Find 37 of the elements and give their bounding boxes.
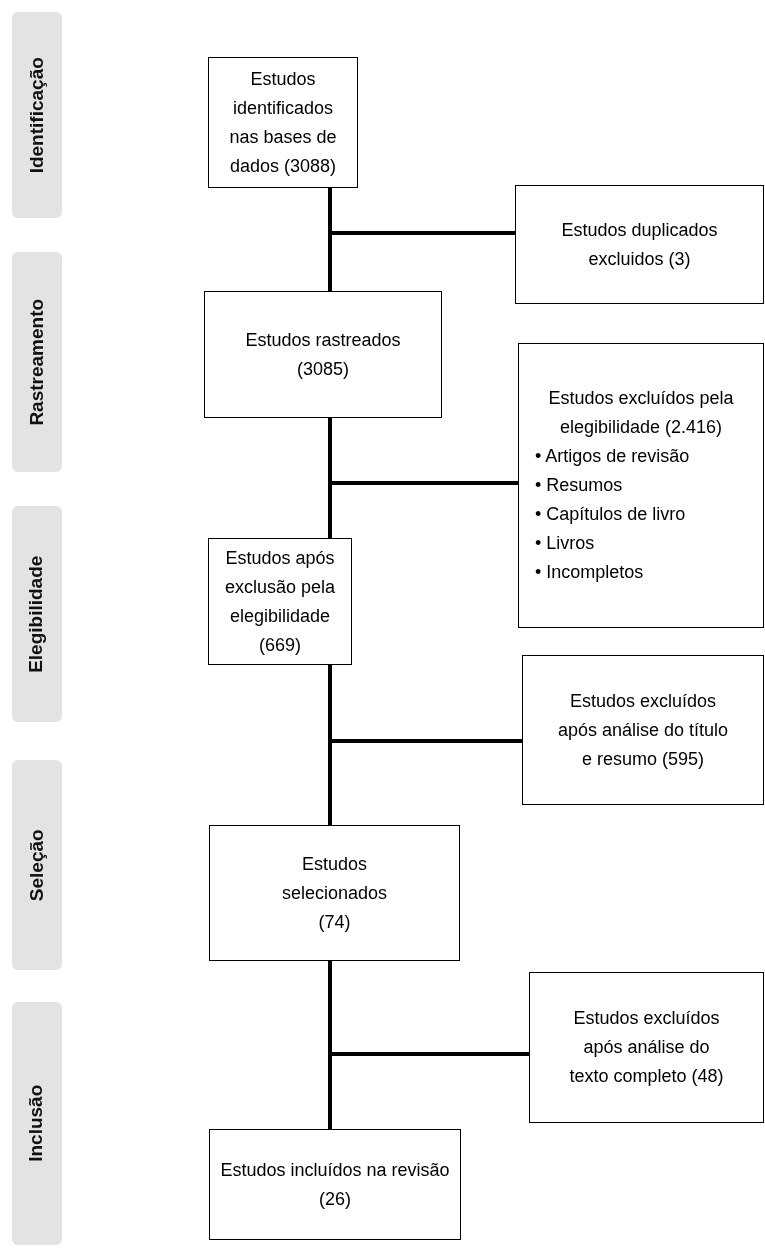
process-box — [209, 825, 460, 961]
box-text: Estudos após exclusão pela elegibilidade (669) — [223, 546, 337, 657]
box-text: Estudos selecionados (74) — [280, 852, 389, 934]
stage-band — [12, 506, 62, 722]
connector-line — [328, 188, 515, 235]
stage-label: Seleção — [24, 829, 48, 901]
box-text: Estudos rastreados (3085) — [244, 328, 402, 381]
bullet-item: • Capítulos de livro — [535, 503, 687, 526]
exclusion-box — [518, 343, 764, 628]
process-box — [208, 538, 352, 665]
stage-label: Rastreamento — [24, 298, 48, 426]
connector-line — [328, 961, 529, 1056]
box-text: Estudos excluídos após análise do texto completo (48) — [568, 1007, 725, 1088]
stage-band — [12, 252, 62, 472]
stage-band — [12, 760, 62, 970]
stage-label: Identificação — [24, 56, 48, 174]
box-text: Estudos identificados nas bases de dados (3088) — [228, 67, 338, 178]
stage-label: Elegibilidade — [24, 555, 48, 673]
stage-band — [12, 1002, 62, 1245]
bullet-item: • Livros — [535, 532, 596, 555]
process-box — [209, 1129, 461, 1240]
box-text: Estudos duplicados excluidos (3) — [560, 218, 719, 271]
process-box — [515, 185, 764, 304]
process-box — [204, 291, 442, 418]
box-text: Estudos incluídos na revisão (26) — [220, 1158, 450, 1211]
box-heading: Estudos excluídos pela elegibilidade (2.416) — [547, 387, 735, 439]
box-text: Estudos excluídos após análise do título e resumo (595) — [556, 689, 730, 771]
process-box — [522, 655, 764, 805]
connector-line — [328, 418, 518, 485]
bullet-item: • Artigos de revisão — [535, 445, 690, 468]
connector-line — [328, 665, 522, 743]
bullet-item: • Resumos — [535, 474, 624, 497]
process-box — [529, 972, 764, 1123]
bullet-item: • Incompletos — [535, 561, 645, 584]
stage-band — [12, 12, 62, 218]
stage-label: Inclusão — [24, 1084, 48, 1163]
process-box — [208, 57, 358, 188]
